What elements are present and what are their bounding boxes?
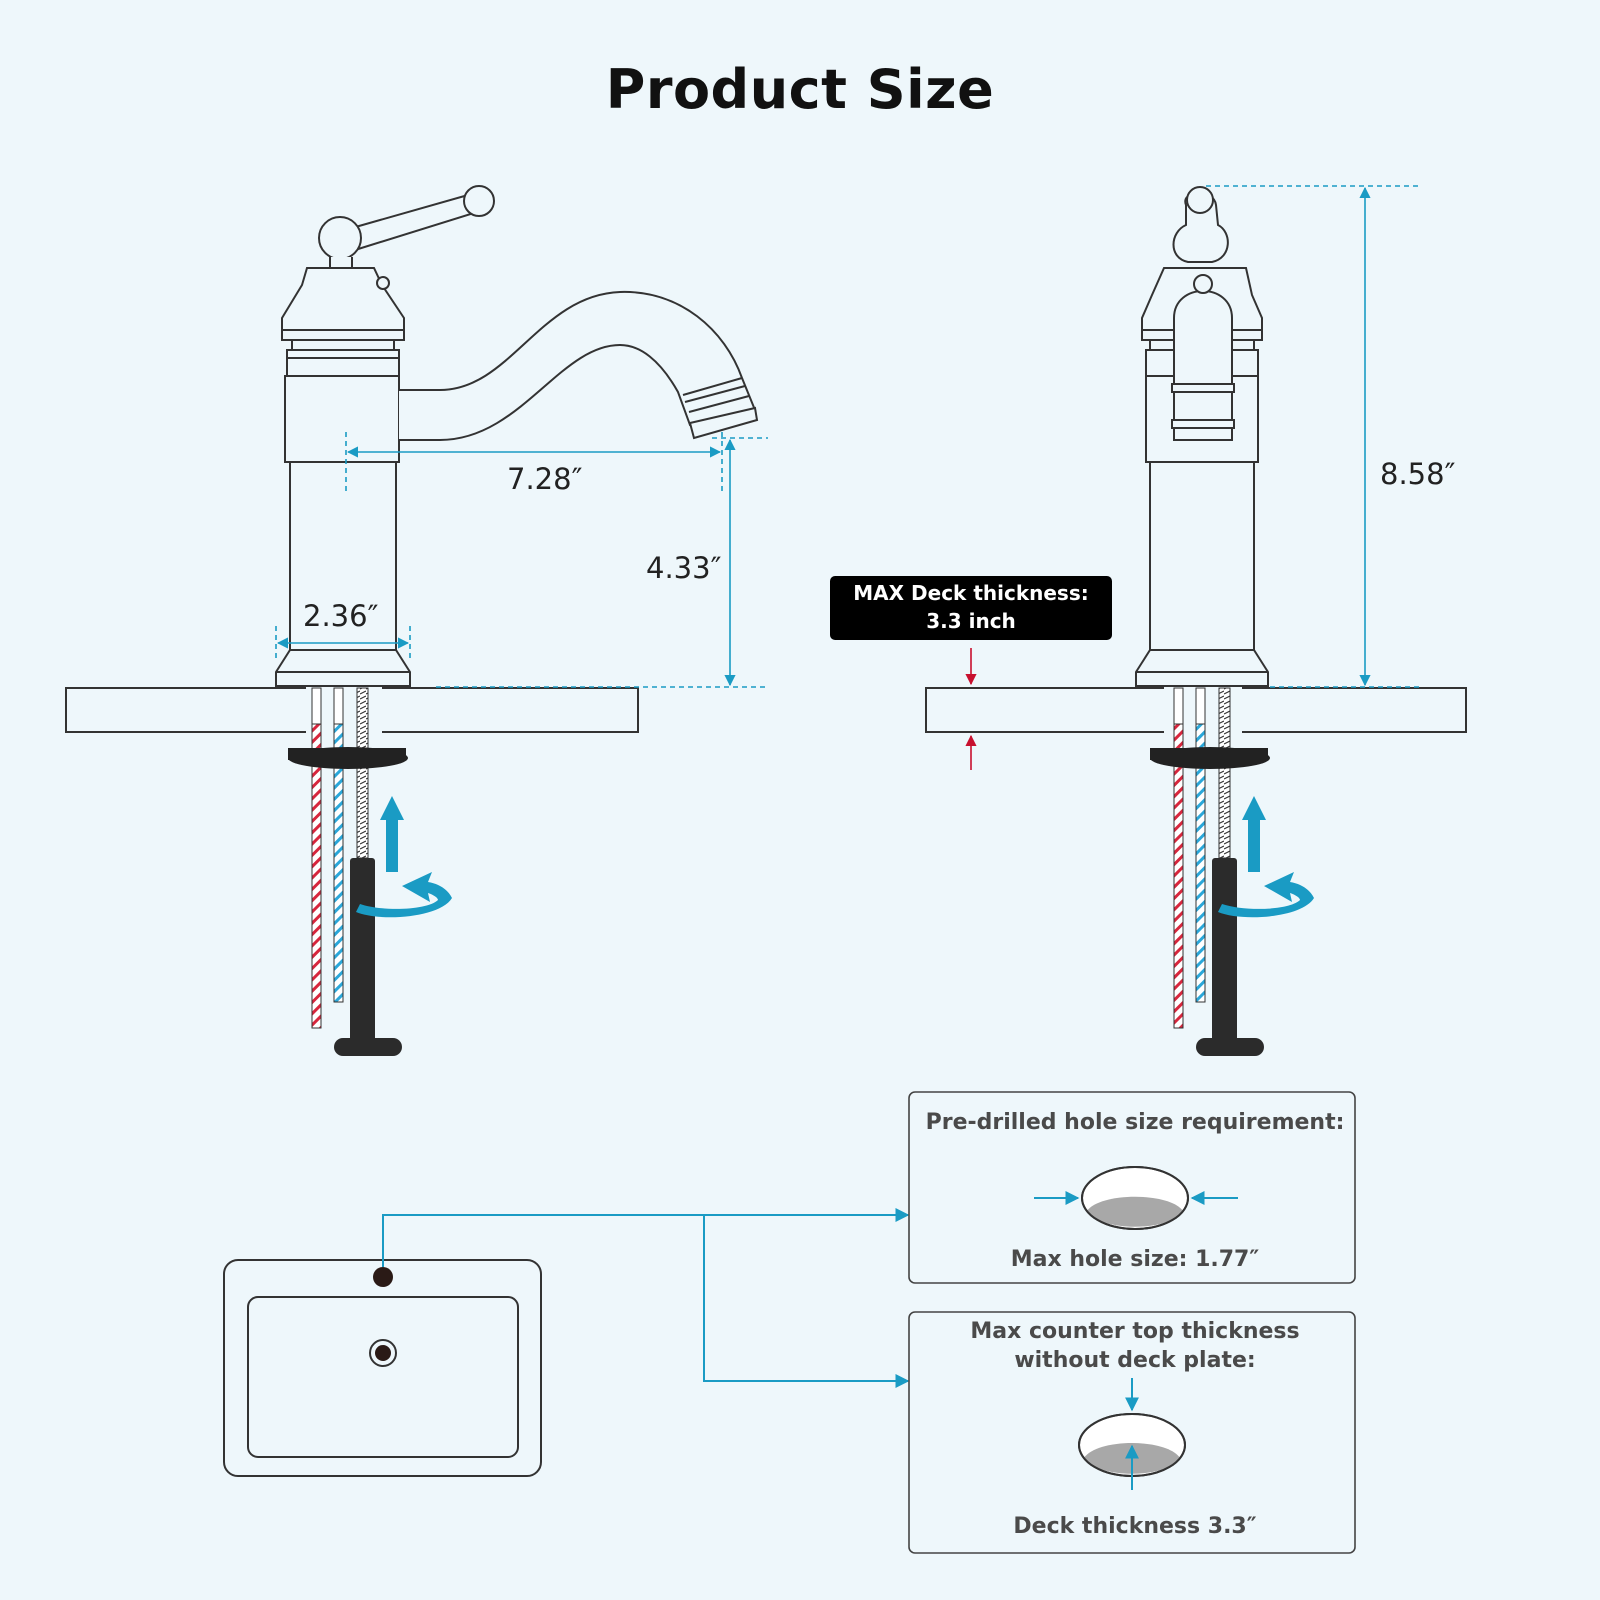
spout-reach-label: 7.28″ [507,462,583,496]
faucet-hole-icon [373,1267,393,1287]
deck-thickness-badge: MAX Deck thickness: 3.3 inch [830,576,1112,770]
page-title: Product Size [605,58,995,121]
rotate-arrow-icon [356,872,452,918]
faucet-cap [281,267,405,341]
callout-connectors [382,1208,910,1388]
mounting-hardware-left [288,687,452,1056]
spout [399,290,757,441]
faucet-side-view [65,185,759,734]
threaded-rod [356,687,369,859]
thickness-box-heading-1: Max counter top thickness [970,1319,1299,1344]
mounting-hardware-right [1150,687,1314,1056]
spout-height-label: 4.33″ [646,551,722,585]
aerator [688,406,759,440]
rotate-arrow-icon [1218,872,1314,918]
hot-supply-hose [311,723,322,1029]
faucet-base [275,649,411,687]
hole-box-heading: Pre-drilled hole size requirement: [926,1110,1345,1135]
dimension-lines-left [275,432,768,688]
handle-hub [318,216,362,260]
thickness-box-caption: Deck thickness 3.3″ [1013,1514,1256,1539]
thickness-box-heading-2: without deck plate: [1014,1348,1255,1373]
sink-basin [247,1296,519,1458]
deck-badge-line2: 3.3 inch [926,609,1016,633]
hole-box-caption: Max hole size: 1.77″ [1011,1247,1260,1272]
tighten-up-arrow-icon [1242,796,1266,872]
dimension-lines-right [1206,185,1420,688]
handle-lever [343,193,476,252]
deck-badge-line1: MAX Deck thickness: [853,581,1088,605]
sink-top-view [223,1259,542,1477]
faucet-body-front [1149,461,1255,651]
tighten-up-arrow-icon [380,796,404,872]
faucet-body [289,461,397,651]
faucet-base-front [1135,649,1269,687]
faucet-body-block [284,375,400,463]
mounting-nut-tube [350,858,375,1048]
t-handle [334,1038,402,1056]
hole-size-box: Pre-drilled hole size requirement: Max h… [908,1091,1356,1284]
base-diameter-label: 2.36″ [303,599,379,633]
thickness-box: Max counter top thickness without deck p… [908,1311,1356,1554]
total-height-label: 8.58″ [1380,457,1456,491]
spout-front [1173,290,1233,441]
handle-knob [463,185,495,217]
